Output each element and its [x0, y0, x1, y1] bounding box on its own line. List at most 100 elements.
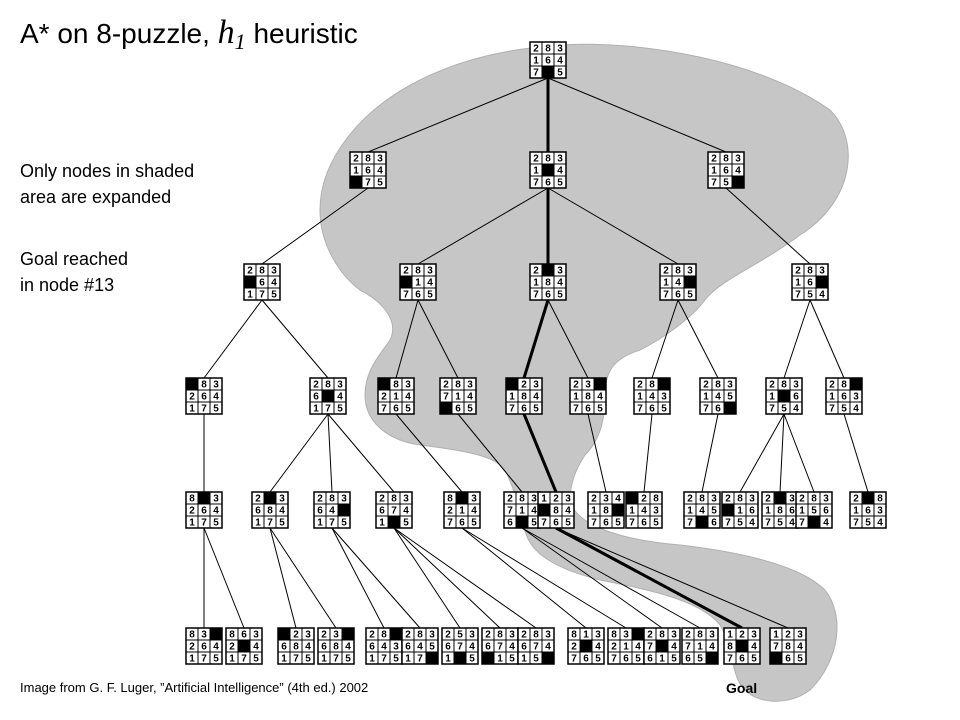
tile-number: 8 — [267, 506, 273, 517]
board-frame — [769, 627, 807, 665]
board-frame — [625, 491, 663, 529]
tile-number: 5 — [427, 290, 433, 301]
tile-number: 1 — [853, 506, 859, 517]
tile-number: 1 — [509, 392, 515, 403]
board-frame — [243, 263, 281, 301]
tile-number: 4 — [635, 642, 641, 653]
tile-number: 2 — [685, 630, 691, 641]
board-frame — [765, 377, 803, 415]
tile-number: 4 — [337, 392, 343, 403]
title-subscript: 1 — [234, 29, 246, 54]
tile-number: 4 — [641, 506, 647, 517]
tile-number: 6 — [241, 630, 247, 641]
blank-tile — [655, 639, 669, 653]
tile-number: 7 — [533, 68, 539, 79]
note-line-2: area are expanded — [20, 187, 172, 207]
tile-number: 3 — [403, 494, 409, 505]
tree-edge — [457, 413, 523, 493]
tree-edge — [331, 527, 385, 629]
tile-number: 3 — [427, 266, 433, 277]
tile-number: 8 — [841, 380, 847, 391]
note-line-3: Goal reached — [20, 249, 129, 269]
tile-number: 6 — [603, 518, 609, 529]
tree-edge — [783, 413, 815, 493]
blank-tile — [735, 639, 749, 653]
tile-number: 5 — [471, 518, 477, 529]
tree-edge — [547, 299, 589, 379]
tile-number: 7 — [769, 404, 775, 415]
tile-number: 1 — [189, 518, 195, 529]
tile-number: 6 — [841, 392, 847, 403]
board-frame — [251, 491, 289, 529]
tile-number: 6 — [739, 654, 745, 665]
tile-number: 6 — [647, 654, 653, 665]
tile-number: 5 — [615, 518, 621, 529]
blank-tile — [631, 627, 645, 641]
tile-number: 8 — [545, 154, 551, 165]
tile-number: 8 — [649, 380, 655, 391]
tile-number: 6 — [723, 166, 729, 177]
tile-number: 8 — [391, 494, 397, 505]
tile-number: 3 — [213, 494, 219, 505]
tile-number: 6 — [585, 404, 591, 415]
tile-number: 5 — [305, 654, 311, 665]
board-frame — [587, 491, 625, 529]
tile-number: 8 — [325, 380, 331, 391]
tile-number: 6 — [715, 404, 721, 415]
tile-number: 1 — [353, 166, 359, 177]
tile-number: 3 — [793, 380, 799, 391]
tile-number: 7 — [267, 518, 273, 529]
board-frame — [185, 627, 223, 665]
tile-number: 7 — [365, 178, 371, 189]
tree-edge — [547, 187, 679, 265]
tile-number: 7 — [509, 404, 515, 415]
blank-tile — [197, 491, 211, 505]
tile-number: 3 — [623, 630, 629, 641]
tile-number: 4 — [509, 642, 515, 653]
tile-number: 1 — [255, 518, 261, 529]
tile-number: 2 — [553, 494, 559, 505]
tile-number: 8 — [201, 380, 207, 391]
tile-number: 7 — [725, 518, 731, 529]
board-frame — [517, 627, 555, 665]
tile-number: 6 — [459, 518, 465, 529]
tile-number: 7 — [573, 404, 579, 415]
blank-tile — [777, 389, 791, 403]
tile-number: 6 — [393, 404, 399, 415]
tile-number: 3 — [471, 494, 477, 505]
tile-number: 6 — [583, 654, 589, 665]
tile-number: 8 — [571, 630, 577, 641]
blank-tile — [861, 491, 875, 505]
board-frame — [849, 491, 887, 529]
board-frame — [699, 377, 737, 415]
blank-tile — [773, 491, 787, 505]
tile-number: 5 — [253, 654, 259, 665]
tile-number: 1 — [829, 392, 835, 403]
tile-number: 2 — [247, 266, 253, 277]
blank-tile — [505, 377, 519, 391]
tile-number: 4 — [533, 392, 539, 403]
tree-edge — [203, 299, 263, 379]
tile-number: 7 — [381, 404, 387, 415]
tile-number: 6 — [641, 518, 647, 529]
tile-number: 2 — [507, 494, 513, 505]
tile-number: 6 — [623, 654, 629, 665]
tile-number: 3 — [271, 266, 277, 277]
tile-number: 4 — [213, 392, 219, 403]
tile-number: 2 — [379, 494, 385, 505]
tile-number: 3 — [853, 392, 859, 403]
tile-number: 4 — [715, 392, 721, 403]
tile-number: 2 — [255, 494, 261, 505]
tile-number: 7 — [637, 404, 643, 415]
tile-number: 5 — [661, 404, 667, 415]
